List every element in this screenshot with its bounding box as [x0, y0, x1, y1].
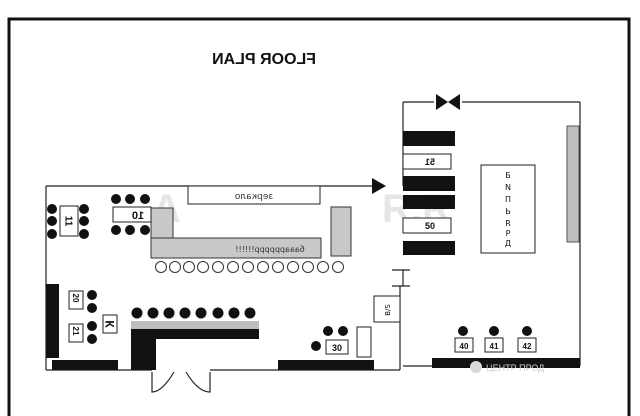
bottom-black-wall-right [432, 358, 580, 368]
vertical-letter: Д [505, 239, 511, 248]
vertical-letter: Ь [505, 207, 511, 216]
left-black-wall [46, 284, 59, 358]
logo-mark-icon [470, 361, 482, 373]
booth-51-top-bar [403, 131, 455, 146]
table-40-label: 40 [460, 342, 469, 351]
vertical-sign [480, 164, 536, 254]
table-50 [402, 217, 452, 234]
kitchen-box [102, 314, 118, 334]
table-20-label: 20 [71, 294, 80, 303]
table-41-label: 41 [490, 342, 499, 351]
corner-logo-text: ЦЕНТР ПРОД [486, 363, 544, 373]
vertical-letter: Б [505, 171, 511, 180]
bar-label: бaaaрррррр!!!!!! [235, 245, 304, 254]
mirror [187, 185, 321, 205]
bar-counter [150, 237, 322, 259]
entrance-wall-left-horizontal [131, 329, 259, 339]
table-30-label: 30 [332, 343, 342, 353]
vertical-sign-letters: Б N П Ь R Р Д [505, 171, 511, 248]
counter-seats [131, 307, 256, 319]
counter-grey [131, 321, 259, 329]
bar-stools [155, 261, 344, 273]
entrance-door-left [151, 371, 175, 393]
table-10-label: 10 [132, 210, 144, 222]
table-51 [402, 153, 452, 170]
vertical-letter: R [505, 219, 511, 228]
kitchen-label: К [103, 320, 117, 328]
table-11-label: 11 [63, 216, 74, 227]
table-40: 40 [454, 326, 474, 353]
vertical-letter: П [505, 195, 511, 204]
right-grey-panel [566, 125, 580, 243]
table-20: 20 [68, 290, 97, 313]
table-11: 11 [47, 204, 89, 239]
table-50-label: 50 [425, 221, 435, 231]
service-label: B/S [384, 304, 392, 316]
booth-50-top-bar [403, 195, 455, 209]
table-21-label: 21 [71, 327, 80, 336]
vertical-letter: N [505, 183, 511, 192]
outer-frame [7, 17, 631, 416]
page-title: FLOOR PLAN [212, 51, 316, 68]
table-41: 41 [484, 326, 504, 353]
top-door-icon [436, 94, 460, 110]
table-30: 30 [311, 326, 349, 355]
vertical-letter: Р [506, 229, 511, 238]
table-42-label: 42 [523, 342, 532, 351]
mirror-label: зеркало [234, 192, 273, 202]
service-box [373, 295, 401, 323]
bottom-black-wall-left [52, 360, 118, 370]
table-21: 21 [68, 321, 97, 344]
table-42: 42 [517, 326, 537, 353]
corner-logo: ЦЕНТР ПРОД [470, 361, 544, 373]
entry-arrow-icon [372, 178, 386, 194]
table-51-label: 51 [425, 157, 435, 167]
booth-50-bottom-bar [403, 241, 455, 255]
bottom-black-wall-center [278, 360, 374, 370]
side-cabinet [356, 326, 372, 358]
entrance-door-right [185, 371, 211, 393]
booth-51-bottom-bar [403, 176, 455, 191]
bar-counter-vertical-right [330, 206, 352, 257]
table-10: 10 [111, 194, 152, 235]
